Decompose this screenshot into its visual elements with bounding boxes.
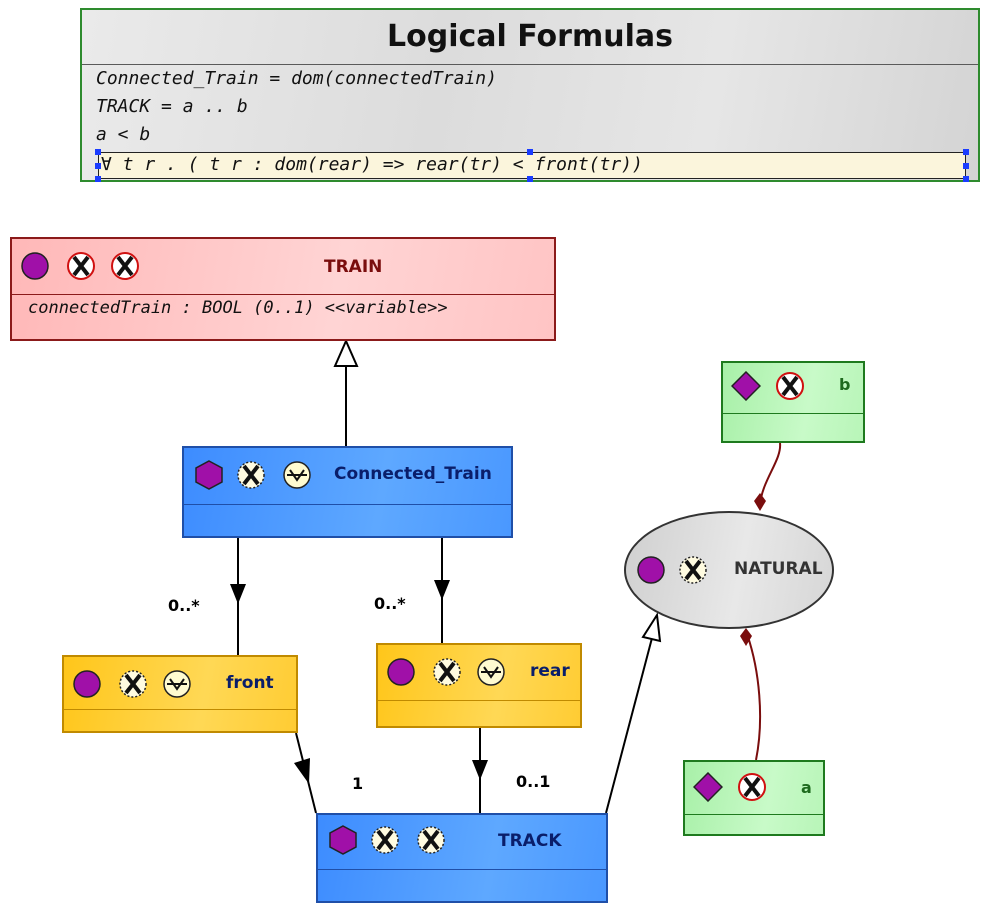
constant-name: b bbox=[839, 375, 851, 394]
class-name: NATURAL bbox=[734, 559, 823, 579]
class-name: TRACK bbox=[498, 831, 562, 851]
formula-line[interactable]: a < b bbox=[96, 124, 151, 145]
association-arrowhead bbox=[434, 580, 450, 600]
compartment-divider bbox=[685, 814, 823, 815]
class-rear[interactable]: rear bbox=[376, 643, 582, 728]
association-arrowhead bbox=[472, 760, 488, 780]
formula-line[interactable]: Connected_Train = dom(connectedTrain) bbox=[96, 68, 497, 89]
red-crossed-x-icon bbox=[67, 252, 95, 280]
purple-diamond-icon bbox=[693, 772, 723, 802]
typing-link-diamond bbox=[740, 628, 752, 646]
formula-line-selected[interactable]: ∀ t r . ( t r : dom(rear) => rear(tr) < … bbox=[101, 154, 643, 175]
selection-handle[interactable] bbox=[963, 149, 969, 155]
class-front[interactable]: front bbox=[62, 655, 298, 733]
red-crossed-x-icon bbox=[738, 773, 766, 801]
compartment-divider bbox=[723, 413, 863, 414]
generalization-arrowhead bbox=[333, 338, 359, 367]
typing-link-a-natural bbox=[745, 630, 762, 761]
association-arrowhead bbox=[294, 758, 310, 784]
purple-circle-icon bbox=[637, 556, 665, 584]
purple-hexagon-icon bbox=[329, 825, 357, 855]
selection-handle[interactable] bbox=[95, 163, 101, 169]
typing-link-b-natural bbox=[759, 442, 782, 506]
compartment-divider bbox=[184, 504, 511, 505]
multiplicity-label: 0..1 bbox=[516, 772, 551, 791]
wave-function-icon bbox=[283, 461, 311, 489]
class-name: Connected_Train bbox=[334, 464, 492, 484]
constant-a[interactable]: a bbox=[683, 760, 825, 836]
class-name: TRAIN bbox=[324, 257, 383, 277]
purple-hexagon-icon bbox=[195, 460, 223, 490]
crossed-x-icon bbox=[417, 826, 445, 854]
purple-circle-icon bbox=[21, 252, 49, 280]
selected-formula-row[interactable]: ∀ t r . ( t r : dom(rear) => rear(tr) < … bbox=[95, 149, 969, 182]
class-train[interactable]: TRAIN connectedTrain : BOOL (0..1) <<var… bbox=[10, 237, 556, 341]
class-name: rear bbox=[530, 661, 570, 681]
class-track[interactable]: TRACK bbox=[316, 813, 608, 903]
compartment-divider bbox=[12, 294, 554, 295]
crossed-x-icon bbox=[679, 556, 707, 584]
logical-formulas-panel[interactable]: Logical Formulas Connected_Train = dom(c… bbox=[80, 8, 980, 182]
class-natural[interactable]: NATURAL bbox=[624, 511, 834, 629]
constant-name: a bbox=[801, 778, 812, 797]
class-name: front bbox=[226, 673, 274, 693]
wave-function-icon bbox=[163, 670, 191, 698]
formulas-title: Logical Formulas bbox=[82, 10, 978, 65]
multiplicity-label: 0..* bbox=[374, 594, 406, 613]
purple-circle-icon bbox=[387, 658, 415, 686]
multiplicity-label: 1 bbox=[352, 774, 364, 793]
compartment-divider bbox=[64, 709, 296, 710]
generalization-track-natural bbox=[605, 637, 653, 814]
crossed-x-icon bbox=[371, 826, 399, 854]
compartment-divider bbox=[318, 869, 606, 870]
selection-handle[interactable] bbox=[963, 176, 969, 182]
multiplicity-label: 0..* bbox=[168, 596, 200, 615]
selection-handle[interactable] bbox=[95, 176, 101, 182]
generalization-arrowhead bbox=[641, 612, 662, 643]
selection-handle[interactable] bbox=[527, 149, 533, 155]
formula-line[interactable]: TRACK = a .. b bbox=[96, 96, 248, 117]
class-attribute[interactable]: connectedTrain : BOOL (0..1) <<variable>… bbox=[28, 298, 448, 318]
selection-handle[interactable] bbox=[95, 149, 101, 155]
class-connected-train[interactable]: Connected_Train bbox=[182, 446, 513, 538]
red-crossed-x-icon bbox=[776, 372, 804, 400]
red-crossed-x-icon bbox=[111, 252, 139, 280]
typing-link-diamond bbox=[754, 493, 766, 511]
crossed-x-icon bbox=[237, 461, 265, 489]
purple-diamond-icon bbox=[731, 371, 761, 401]
selection-handle[interactable] bbox=[963, 163, 969, 169]
crossed-x-icon bbox=[433, 658, 461, 686]
wave-function-icon bbox=[477, 658, 505, 686]
purple-circle-icon bbox=[73, 670, 101, 698]
compartment-divider bbox=[378, 700, 580, 701]
association-arrowhead bbox=[230, 584, 246, 604]
selection-handle[interactable] bbox=[527, 176, 533, 182]
constant-b[interactable]: b bbox=[721, 361, 865, 443]
crossed-x-icon bbox=[119, 670, 147, 698]
